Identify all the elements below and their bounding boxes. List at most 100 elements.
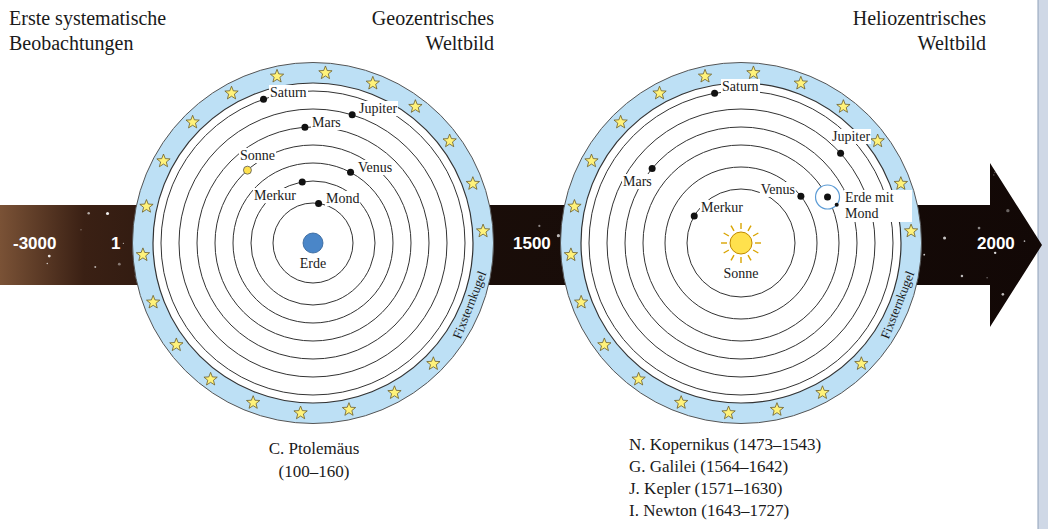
sky-star xyxy=(106,212,109,215)
sky-star xyxy=(1034,231,1037,234)
page-edge-bar xyxy=(1038,0,1048,529)
body-label: Merkur xyxy=(253,188,297,203)
astronomer-label: I. Newton (1643–1727) xyxy=(628,502,790,521)
sun-ray xyxy=(755,242,761,243)
orbit xyxy=(643,145,839,341)
sky-star xyxy=(1024,240,1026,242)
sky-star xyxy=(47,263,49,265)
planet-dot xyxy=(711,90,718,97)
fixed-star xyxy=(225,86,238,99)
orbit xyxy=(625,127,857,359)
sky-star xyxy=(986,277,987,278)
sky-star xyxy=(920,307,923,310)
fixed-star xyxy=(136,248,149,261)
sun-dot xyxy=(243,166,251,174)
orbit xyxy=(665,167,817,319)
sky-star xyxy=(123,243,124,244)
sphere-inner-edge xyxy=(581,83,901,403)
sky-star xyxy=(83,180,84,181)
sky-star xyxy=(118,263,121,266)
fixed-star-sphere xyxy=(561,63,922,424)
body-label: Saturn xyxy=(269,85,308,100)
fixed-star xyxy=(443,134,456,147)
astronomer-label: C. Ptolemäus (100–160) xyxy=(248,438,380,484)
sky-star xyxy=(515,182,516,183)
body-label: Sonne xyxy=(723,266,760,281)
fixed-star xyxy=(427,357,440,370)
fixed-star xyxy=(816,386,829,399)
fixed-star-sphere xyxy=(133,63,494,424)
planet-dot xyxy=(691,213,698,220)
sky-star xyxy=(482,323,484,325)
fixed-star xyxy=(614,115,627,128)
planet-dot xyxy=(797,193,804,200)
sky-star xyxy=(529,182,531,184)
sky-star xyxy=(29,300,30,301)
orbit xyxy=(179,109,447,377)
sky-star xyxy=(1034,195,1037,198)
planet-dot xyxy=(349,111,356,118)
fixed-star xyxy=(894,177,907,190)
fixed-star xyxy=(140,199,153,212)
sky-star xyxy=(919,303,922,306)
body-label: Saturn xyxy=(721,79,760,94)
fixed-star xyxy=(564,248,577,261)
fixed-star xyxy=(568,199,581,212)
fixed-star xyxy=(319,66,332,79)
sky-star xyxy=(1037,198,1040,201)
sky-star xyxy=(994,172,995,173)
orbit xyxy=(233,163,393,323)
fixed-star xyxy=(170,338,183,351)
planet-dot xyxy=(301,124,308,131)
planet-dot xyxy=(649,165,656,172)
sky-star xyxy=(57,170,58,171)
fixed-star xyxy=(270,69,283,82)
sky-star xyxy=(923,254,925,256)
orbit xyxy=(197,127,429,359)
astronomer-label: J. Kepler (1571–1630) xyxy=(628,480,783,499)
body-label: Mars xyxy=(311,115,342,130)
sun xyxy=(730,232,752,254)
body-label: Venus xyxy=(760,182,796,197)
orbit xyxy=(589,91,893,395)
astronomer-label: N. Kopernikus (1473–1543) xyxy=(628,436,822,455)
sky-star xyxy=(512,304,515,307)
planet-dot xyxy=(347,169,354,176)
sky-star xyxy=(1002,293,1005,296)
sky-star xyxy=(33,190,36,193)
orbit xyxy=(607,109,875,377)
sky-star xyxy=(53,288,56,291)
orbit xyxy=(251,181,375,305)
fixed-star xyxy=(598,338,611,351)
fixed-star xyxy=(747,66,760,79)
fixed-star xyxy=(147,295,160,308)
sky-star xyxy=(48,255,51,258)
year-label: 1500 xyxy=(512,235,552,254)
sky-star xyxy=(130,171,131,172)
sun-ray xyxy=(740,257,741,263)
orbit xyxy=(687,189,795,297)
fixed-star xyxy=(466,177,479,190)
fixed-star xyxy=(366,76,379,89)
fixed-star xyxy=(409,100,422,113)
sky-star xyxy=(94,266,96,268)
sky-star xyxy=(538,225,540,227)
sky-star xyxy=(946,171,948,173)
planet-dot xyxy=(260,96,267,103)
year-label: 1 xyxy=(110,235,121,254)
sun-ray xyxy=(731,226,734,231)
sky-star xyxy=(960,295,961,296)
body-label: Jupiter xyxy=(358,101,398,116)
astronomer-label: G. Galilei (1564–1642) xyxy=(628,458,789,477)
sky-star xyxy=(936,297,938,299)
sun-ray xyxy=(748,255,751,260)
body-label: Erde mit Mond xyxy=(844,190,912,222)
sky-star xyxy=(943,237,946,240)
world-model-circle: Heliozentrisches WeltbildSaturnJupiterMa… xyxy=(560,62,922,424)
world-model-circle: Geozentrisches WeltbildSaturnJupiterMars… xyxy=(132,62,494,424)
fixed-star xyxy=(675,396,688,409)
body-label: Merkur xyxy=(700,200,744,215)
sky-star xyxy=(953,293,956,296)
sky-star xyxy=(87,212,89,214)
sky-star xyxy=(78,162,80,164)
